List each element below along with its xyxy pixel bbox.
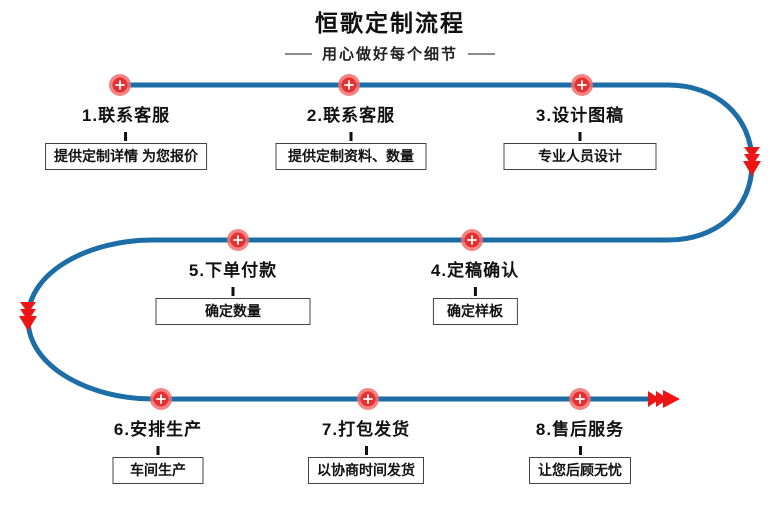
step-2-tick [349, 132, 353, 141]
step-7-tick [364, 446, 368, 455]
plus-circle-icon-step-4 [461, 229, 483, 251]
step-2-note: 提供定制资料、数量 [275, 143, 427, 170]
step-5-tick [231, 287, 235, 296]
step-8-tick [578, 446, 582, 455]
step-4-tick [473, 287, 477, 296]
step-4-label: 4.定稿确认 [430, 261, 520, 280]
step-8-label: 8.售后服务 [535, 420, 625, 439]
step-7-note: 以协商时间发货 [308, 457, 424, 484]
step-6-tick [156, 446, 160, 455]
step-markers [109, 74, 593, 410]
plus-circle-icon-step-8 [569, 388, 591, 410]
step-3-label: 3.设计图稿 [535, 106, 625, 125]
plus-circle-icon-step-3 [571, 74, 593, 96]
step-1-label: 1.联系客服 [81, 106, 171, 125]
step-3-tick [578, 132, 582, 141]
step-7: 7.打包发货 以协商时间发货 [308, 418, 424, 484]
step-2-label: 2.联系客服 [306, 106, 396, 125]
plus-circle-icon-step-6 [150, 388, 172, 410]
triple-chevron-down-icon-left-turn [19, 302, 37, 331]
step-3-note: 专业人员设计 [503, 143, 657, 170]
step-8: 8.售后服务 让您后顾无忧 [529, 418, 631, 484]
step-1: 1.联系客服 提供定制详情 为您报价 [45, 104, 207, 170]
page-title: 恒歌定制流程 [315, 10, 465, 36]
plus-circle-icon-step-7 [357, 388, 379, 410]
step-1-note: 提供定制详情 为您报价 [45, 143, 207, 170]
step-1-tick [124, 132, 128, 141]
subtitle-dash-right [468, 52, 495, 55]
step-7-label: 7.打包发货 [321, 420, 411, 439]
subtitle-row: 用心做好每个细节 [0, 43, 780, 64]
step-5: 5.下单付款 确定数量 [155, 259, 311, 325]
triple-chevron-right-icon-end [648, 390, 680, 408]
plus-circle-icon-step-5 [227, 229, 249, 251]
step-3: 3.设计图稿 专业人员设计 [503, 104, 657, 170]
header: 恒歌定制流程 用心做好每个细节 [0, 10, 780, 64]
step-6: 6.安排生产 车间生产 [112, 418, 204, 484]
step-2: 2.联系客服 提供定制资料、数量 [275, 104, 427, 170]
process-path-line [25, 82, 755, 402]
plus-circle-icon-step-2 [338, 74, 360, 96]
step-8-note: 让您后顾无忧 [529, 457, 631, 484]
triple-chevron-down-icon-right-turn [743, 147, 761, 176]
step-5-note: 确定数量 [155, 298, 311, 325]
step-4-note: 确定样板 [432, 298, 518, 325]
step-5-label: 5.下单付款 [188, 261, 278, 280]
step-6-label: 6.安排生产 [113, 420, 203, 439]
page-subtitle: 用心做好每个细节 [321, 46, 458, 63]
step-4: 4.定稿确认 确定样板 [431, 259, 519, 325]
subtitle-dash-left [284, 52, 312, 55]
step-6-note: 车间生产 [112, 457, 204, 484]
plus-circle-icon-step-1 [109, 74, 131, 96]
